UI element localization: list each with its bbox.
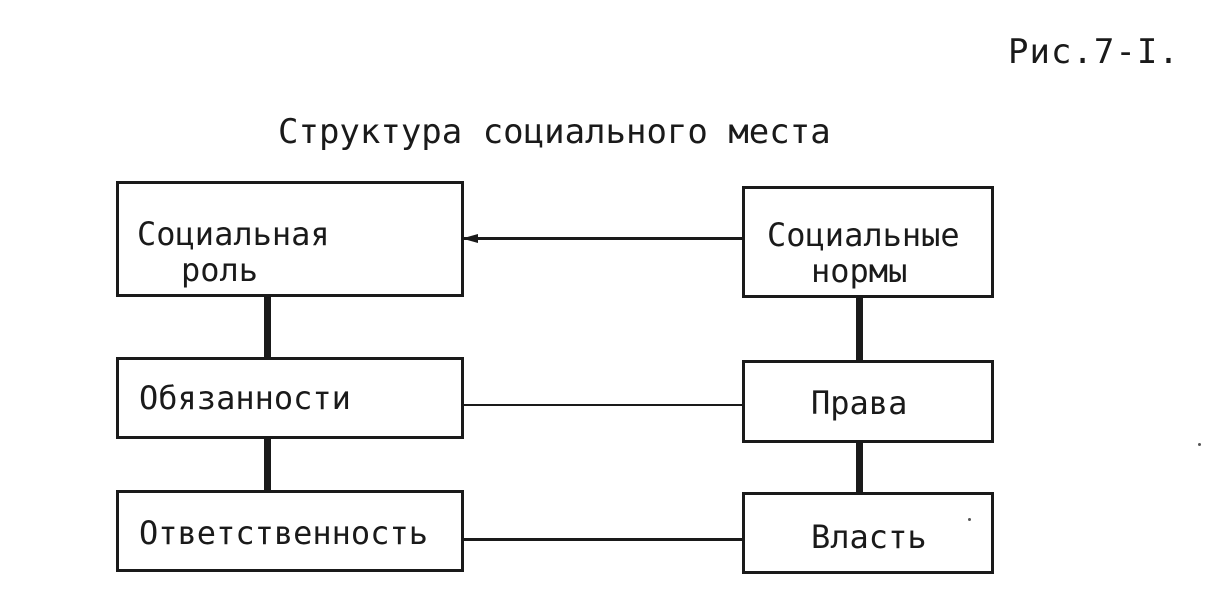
box-power: Власть [742,492,994,574]
connector-role-arrowhead [462,234,478,243]
box-responsibility: Ответственность [116,490,464,572]
rights-label: Права [811,384,908,422]
connector-rights-to-power [856,441,863,494]
social-role-line2: роль [181,251,259,289]
connector-norms-to-rights [856,296,863,362]
social-norms-line1: Социальные [767,216,960,254]
connector-role-to-norms [462,237,744,240]
duties-label: Обязанности [139,379,351,417]
box-social-norms: Социальные нормы [742,186,994,298]
social-role-line1: Социальная [137,215,330,253]
connector-role-to-duties [264,294,271,358]
connector-duties-to-rights [462,404,744,406]
box-rights: Права [742,360,994,443]
scan-speck [1198,443,1201,446]
connector-duties-to-responsibility [264,437,271,492]
social-norms-line2: нормы [811,252,908,290]
diagram-title: Структура социального места [278,112,831,152]
scan-speck [968,518,971,521]
power-label: Власть [811,518,927,556]
responsibility-label: Ответственность [139,514,428,552]
box-social-role: Социальная роль [116,181,464,297]
connector-responsibility-to-power [462,538,744,541]
box-duties: Обязанности [116,357,464,439]
figure-label: Рис.7-I. [1008,32,1180,72]
